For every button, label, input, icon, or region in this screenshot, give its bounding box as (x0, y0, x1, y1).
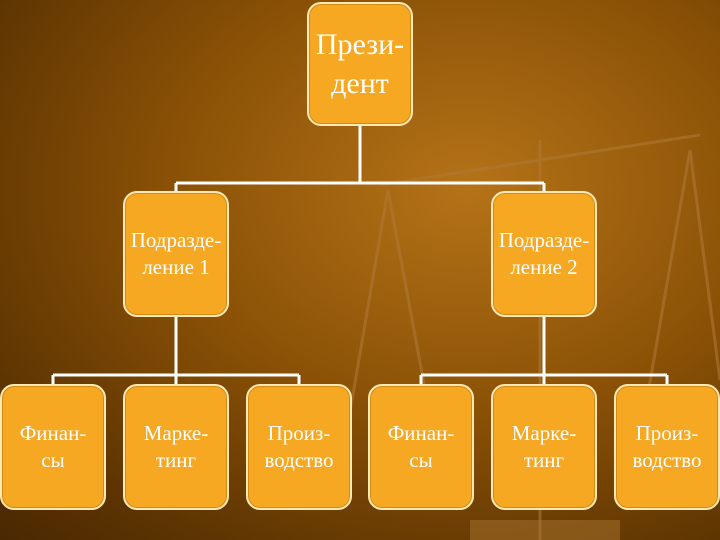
node-division-1-marketing: Марке- тинг (123, 384, 229, 510)
node-division-2-marketing: Марке- тинг (491, 384, 597, 510)
node-division-2: Подразде- ление 2 (491, 191, 597, 317)
node-division-1-finance: Финан- сы (0, 384, 106, 510)
node-division-2-finance: Финан- сы (368, 384, 474, 510)
node-division-1-production: Произ- водство (246, 384, 352, 510)
node-division-1: Подразде- ление 1 (123, 191, 229, 317)
node-president: Прези- дент (307, 2, 413, 126)
node-division-2-production: Произ- водство (614, 384, 720, 510)
